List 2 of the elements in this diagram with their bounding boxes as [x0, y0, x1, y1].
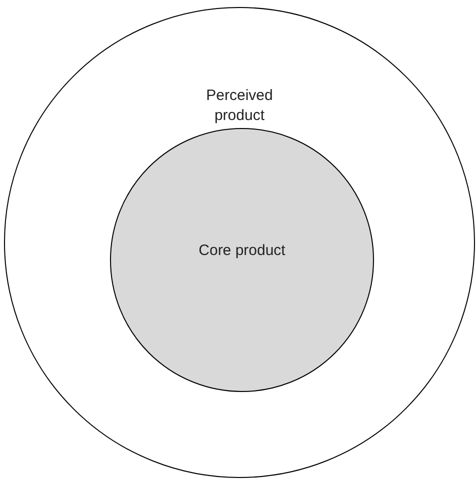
circle-label: Perceived product — [205, 86, 274, 126]
circle-label: Core product — [198, 241, 286, 261]
